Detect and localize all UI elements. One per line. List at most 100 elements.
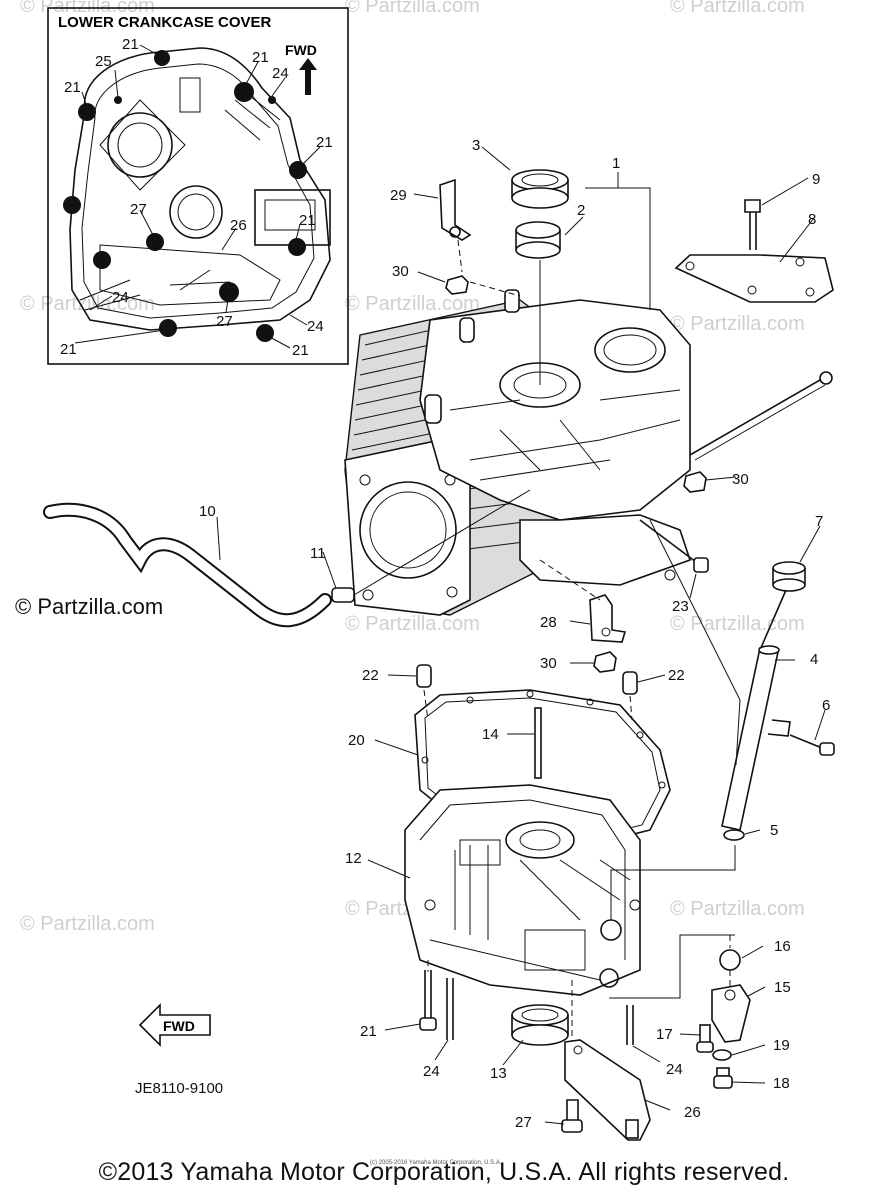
part-11-fitting xyxy=(331,587,355,603)
callout-16: 16 xyxy=(774,938,791,955)
cover-gasket-26 xyxy=(99,244,281,306)
part-28-bracket xyxy=(589,594,627,643)
inset-frame xyxy=(47,7,349,365)
part-5-o-ring xyxy=(723,829,745,841)
inset-callout-21: 21 xyxy=(64,79,81,96)
callout-15: 15 xyxy=(774,979,791,996)
callout-6: 6 xyxy=(822,697,830,714)
callout-28: 28 xyxy=(540,614,557,631)
watermark-text: © Partzilla.com xyxy=(345,613,480,635)
inset-callout-25: 25 xyxy=(95,53,112,70)
part-6-bolt xyxy=(789,734,835,756)
callout-2: 2 xyxy=(577,202,585,219)
watermark-text: © Partzilla.com xyxy=(345,0,480,17)
callout-17: 17 xyxy=(656,1026,673,1043)
callout-20: 20 xyxy=(348,732,365,749)
callout-9: 9 xyxy=(812,171,820,188)
callout-5: 5 xyxy=(770,822,778,839)
callout-19: 19 xyxy=(773,1037,790,1054)
inset-callout-21: 21 xyxy=(252,49,269,66)
inset-callout-26: 26 xyxy=(230,217,247,234)
part-10-hose xyxy=(43,502,332,628)
oil-path-line xyxy=(610,845,736,920)
part-24-stud-right xyxy=(626,1005,634,1045)
cover-bore-2 xyxy=(169,185,223,239)
callout-30: 30 xyxy=(540,655,557,672)
part-30-nut-top xyxy=(445,275,469,295)
callout-24: 24 xyxy=(423,1063,440,1080)
callout-14: 14 xyxy=(482,726,499,743)
inset-callout-21: 21 xyxy=(292,342,309,359)
callout-10: 10 xyxy=(199,503,216,520)
diagram-code: JE8110-9100 xyxy=(135,1080,224,1097)
part-29-bracket xyxy=(439,178,472,241)
inset-callout-27: 27 xyxy=(216,313,233,330)
cover-inner-outline xyxy=(81,63,315,319)
inset-callout-21: 21 xyxy=(122,36,139,53)
breather-rod xyxy=(689,379,821,456)
upper-crankcase xyxy=(344,289,692,616)
watermark-text: © Partzilla.com xyxy=(345,293,480,315)
fwd-up-arrow-icon xyxy=(299,58,317,95)
inset-bolts xyxy=(63,50,307,342)
callouts: 1 2 3 4 5 6 7 8 9 10 11 12 13 14 15 16 1… xyxy=(199,137,830,1131)
footer-small-print: (c) 2005-2016 Yamaha Motor Corporation, … xyxy=(370,1160,502,1166)
part-23-stud xyxy=(639,519,701,566)
cylinder-bore xyxy=(359,481,457,579)
part-14-pin xyxy=(534,707,542,779)
cover-outline xyxy=(69,47,331,331)
part-27-bolt xyxy=(561,1099,583,1133)
callout-4: 4 xyxy=(810,651,818,668)
part-19-washer xyxy=(712,1049,732,1061)
partzilla-copyright: © Partzilla.com xyxy=(15,594,164,619)
part-13-oil-seal xyxy=(511,1004,569,1046)
callout-leaders xyxy=(216,146,826,1125)
inset-callout-21: 21 xyxy=(316,134,333,151)
callout-21: 21 xyxy=(360,1023,377,1040)
fwd-arrow: FWD xyxy=(138,1003,211,1047)
assembly-dashes xyxy=(457,239,521,297)
part-16-plug xyxy=(719,949,741,971)
cover-block xyxy=(254,189,331,246)
part-18-drain-bolt xyxy=(713,1067,733,1089)
crankcase-bore xyxy=(594,327,666,373)
inset-callout-24: 24 xyxy=(112,289,129,306)
callout-7: 7 xyxy=(815,513,823,530)
callout-13: 13 xyxy=(490,1065,507,1082)
part-30-nut-mid xyxy=(593,651,617,673)
part-12-lower-crankcase xyxy=(404,784,641,996)
callout-18: 18 xyxy=(773,1075,790,1092)
callout-27: 27 xyxy=(515,1114,532,1131)
callout-24: 24 xyxy=(666,1061,683,1078)
watermark-text: © Partzilla.com xyxy=(670,613,805,635)
part-30-nut-right xyxy=(683,471,707,493)
callout-23: 23 xyxy=(672,598,689,615)
inset-title: LOWER CRANKCASE COVER xyxy=(58,14,272,31)
inset-leaders xyxy=(74,44,321,349)
watermark-text: © Partzilla.com xyxy=(20,293,155,315)
watermark-text: © Partzilla.com xyxy=(20,913,155,935)
part-2-bushing xyxy=(515,221,561,259)
callout-11: 11 xyxy=(310,545,326,562)
callout-30: 30 xyxy=(732,471,749,488)
part-22-dowel-right xyxy=(622,671,638,695)
callout-12: 12 xyxy=(345,850,362,867)
callout-3: 3 xyxy=(472,137,480,154)
part-9-bolt xyxy=(744,199,761,250)
part-4-dipstick-tube xyxy=(721,645,791,831)
callout-22: 22 xyxy=(362,667,379,684)
callout-8: 8 xyxy=(808,211,816,228)
part-21-bolt xyxy=(419,970,437,1031)
inset-callout-24: 24 xyxy=(307,318,324,335)
inset-callout-21: 21 xyxy=(60,341,77,358)
crankcase-body xyxy=(419,299,691,521)
cover-bore-1 xyxy=(107,112,173,178)
inset-callout-27: 27 xyxy=(130,201,147,218)
part-22-dowel-left xyxy=(416,664,432,688)
watermark-text: © Partzilla.com xyxy=(670,898,805,920)
part-3-oil-seal xyxy=(511,169,569,209)
crankcase-lower xyxy=(519,514,692,586)
callout-30: 30 xyxy=(392,263,409,280)
inset-callout-21: 21 xyxy=(299,212,316,229)
